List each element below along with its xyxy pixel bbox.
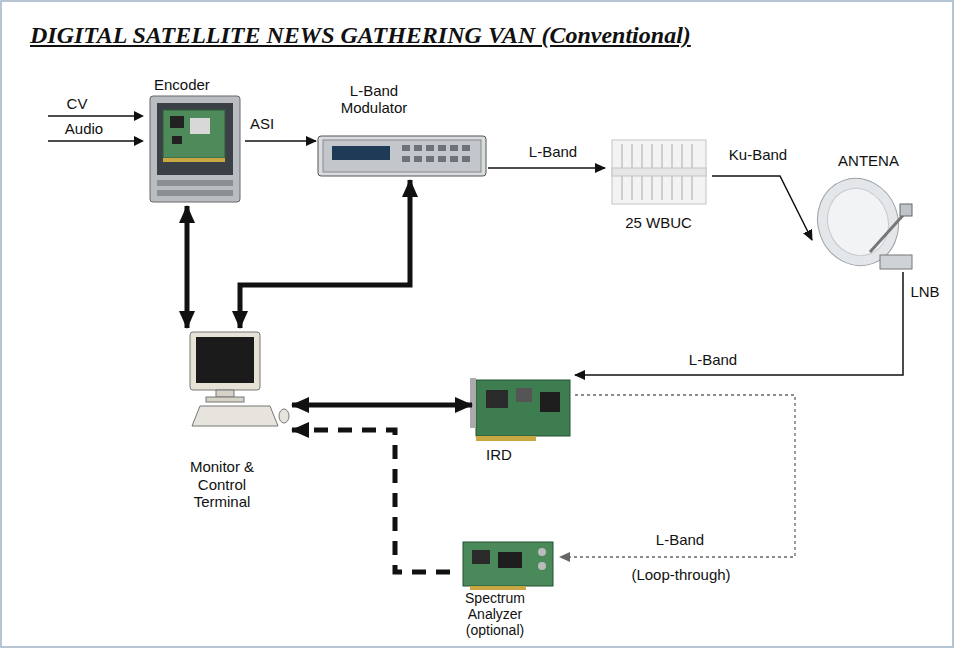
control-link	[185, 206, 190, 328]
signal-label: L-Band	[687, 351, 739, 368]
ird-picture	[470, 378, 570, 441]
encoder-node: Encoder	[145, 74, 245, 206]
signal-line	[712, 176, 812, 240]
signal-label: LNB	[908, 283, 941, 300]
signal-line	[488, 167, 605, 169]
ird-node: IRD	[472, 372, 575, 465]
signal-line	[245, 140, 316, 142]
equipment-label: ANTENA	[838, 152, 899, 169]
upconverter-node: 25 WBUC	[605, 133, 712, 233]
monitor-picture	[190, 332, 289, 426]
equipment-label: 25 WBUC	[625, 214, 692, 231]
control-link	[292, 403, 472, 408]
terminal-node: Monitor & Control Terminal	[182, 328, 292, 512]
modulator-picture	[318, 136, 486, 176]
equipment-label: IRD	[486, 446, 512, 463]
equipment-label: L-Band Modulator	[334, 82, 414, 117]
equipment-label: Spectrum Analyzer (optional)	[450, 590, 540, 638]
equipment-label: Encoder	[154, 76, 210, 93]
signal-label: L-Band	[527, 143, 579, 160]
antenna-picture	[805, 167, 912, 277]
antenna-node: ANTENA	[812, 150, 925, 272]
control-link	[240, 180, 410, 328]
signal-label: (Loop-through)	[629, 566, 732, 583]
control-link	[292, 430, 450, 572]
signal-line	[560, 395, 795, 557]
equipment-label: Monitor & Control Terminal	[187, 458, 257, 510]
signal-label: ASI	[248, 115, 276, 132]
signal-label: Ku-Band	[727, 146, 789, 163]
spectrum-analyzer-picture	[463, 542, 553, 590]
input-arrows	[48, 111, 144, 146]
wbuc-picture	[612, 140, 706, 204]
modulator-node: L-Band Modulator	[316, 80, 488, 180]
diagram-title: DIGITAL SATELLITE NEWS GATHERING VAN (Co…	[30, 22, 691, 49]
analyzer-node: Spectrum Analyzer (optional)	[450, 536, 560, 640]
signal-label: CV	[65, 95, 90, 112]
signal-line	[575, 272, 903, 375]
signal-label: Audio	[63, 120, 105, 137]
signal-label: L-Band	[654, 531, 706, 548]
encoder-picture	[150, 96, 240, 202]
